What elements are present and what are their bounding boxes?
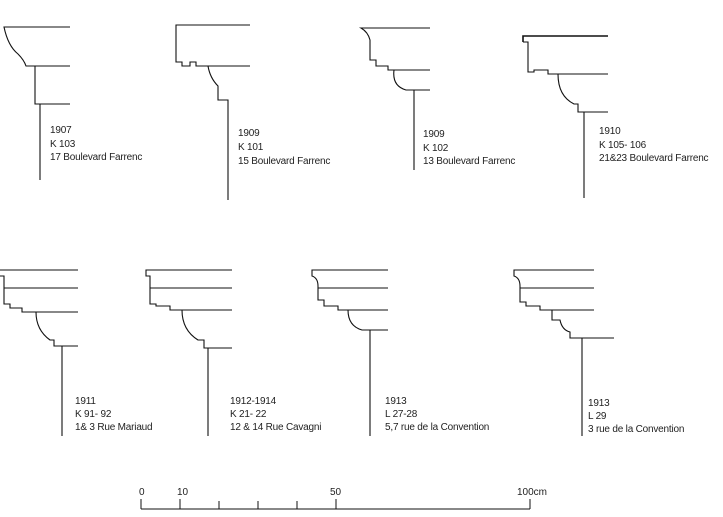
profile-1907-k103: 1907 K 103 17 Boulevard Farrenc [3, 26, 143, 180]
scale-label: 10 [177, 487, 189, 498]
profile-1911-k91-92: 1911 K 91- 92 1& 3 Rue Mariaud [0, 269, 153, 436]
profile-year: 1912-1914 [230, 396, 277, 407]
profile-address: 3 rue de la Convention [588, 424, 684, 435]
profile-code: K 21- 22 [230, 409, 267, 420]
profile-outline [3, 26, 70, 180]
profile-outline [522, 35, 608, 42]
profile-code: K 101 [238, 142, 264, 153]
scale-label: 100cm [517, 487, 547, 498]
profile-code: K 105- 106 [599, 140, 647, 151]
profile-year: 1913 [588, 398, 610, 409]
profile-1913-l29: 1913 L 29 3 rue de la Convention [513, 269, 684, 436]
profile-outline [358, 27, 430, 170]
profile-year: 1910 [599, 126, 621, 137]
profile-address: 17 Boulevard Farrenc [50, 152, 142, 163]
scale-bar: 0 10 50 100cm [139, 487, 547, 510]
profile-address: 21&23 Boulevard Farrenc [599, 153, 709, 164]
profile-1910-k105-106: 1910 K 105- 106 21&23 Boulevard Farrenc [522, 35, 709, 198]
profile-address: 1& 3 Rue Mariaud [75, 422, 152, 433]
scale-label: 0 [139, 487, 145, 498]
profile-1909-k101: 1909 K 101 15 Boulevard Farrenc [175, 24, 331, 200]
profile-address: 15 Boulevard Farrenc [238, 156, 330, 167]
profile-1909-k102: 1909 K 102 13 Boulevard Farrenc [358, 27, 516, 170]
profile-code: L 27-28 [385, 409, 418, 420]
profile-outline [0, 269, 78, 436]
profile-1913-l27-28: 1913 L 27-28 5,7 rue de la Convention [311, 269, 489, 436]
profile-outline [175, 24, 250, 200]
profile-outline [513, 269, 614, 436]
profile-outline [311, 269, 388, 436]
profile-code: K 102 [423, 143, 449, 154]
profile-year: 1909 [423, 129, 445, 140]
profile-code: K 91- 92 [75, 409, 112, 420]
profile-year: 1911 [75, 396, 96, 407]
profile-year: 1909 [238, 128, 260, 139]
profile-address: 13 Boulevard Farrenc [423, 156, 515, 167]
profile-address: 12 & 14 Rue Cavagni [230, 422, 321, 433]
scale-label: 50 [330, 487, 342, 498]
profile-1912-1914-k21-22: 1912-1914 K 21- 22 12 & 14 Rue Cavagni [145, 269, 321, 436]
profile-outline [145, 269, 232, 436]
profile-address: 5,7 rue de la Convention [385, 422, 489, 433]
profile-code: K 103 [50, 139, 76, 150]
profile-code: L 29 [588, 411, 607, 422]
profile-outline-lower [523, 41, 608, 198]
profile-year: 1913 [385, 396, 407, 407]
profile-year: 1907 [50, 125, 72, 136]
